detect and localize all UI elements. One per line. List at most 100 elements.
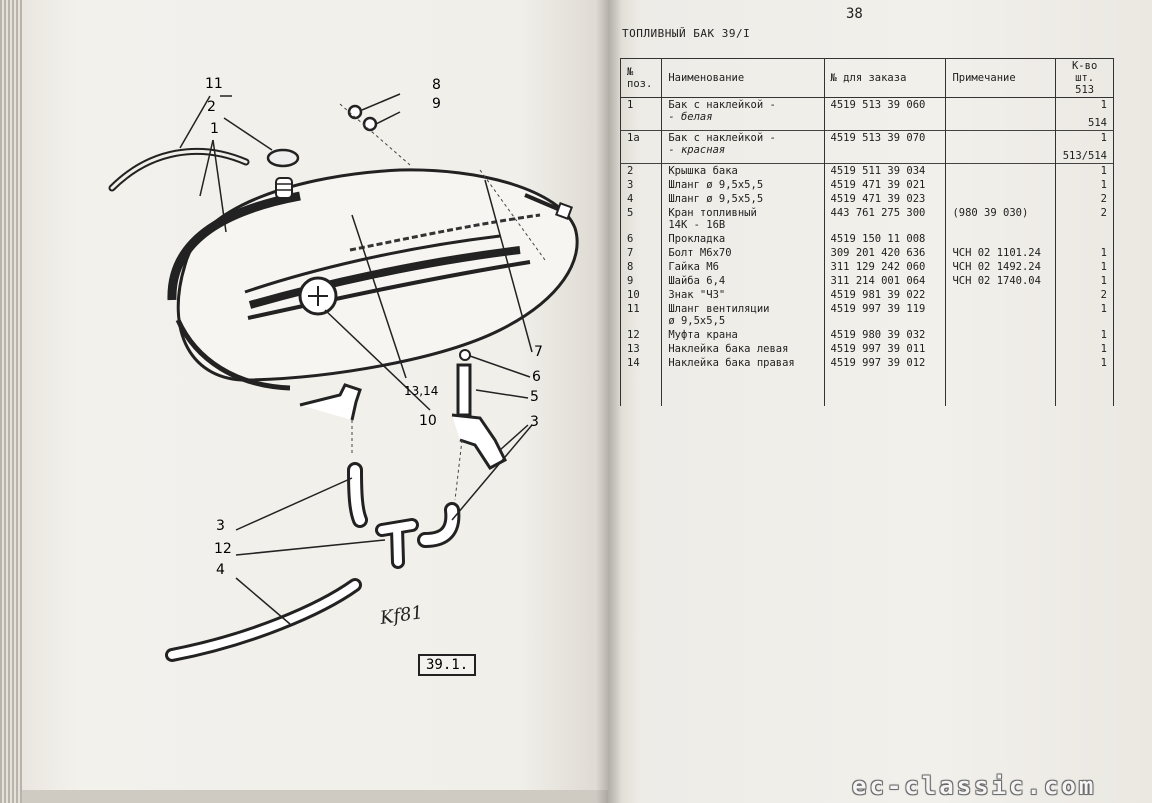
- long-hose-shape: [165, 578, 362, 662]
- cell-order-text: 4519 511 39 034: [830, 165, 926, 177]
- cell-name: Гайка М6: [661, 260, 825, 274]
- cell-pos-text: 3: [627, 179, 634, 191]
- cell-order: 4519 471 39 023: [823, 192, 947, 206]
- cell-order: 4519 997 39 012: [823, 356, 947, 370]
- cell-order-text: 4519 980 39 032: [830, 329, 926, 341]
- header-qty: К-во шт. 513: [1055, 58, 1114, 98]
- cell-order-text: 311 214 001 064: [830, 275, 926, 287]
- cell-pos: 13: [619, 342, 663, 356]
- cell-order: 311 214 001 064: [823, 274, 947, 288]
- cell-pos-text: 2: [627, 165, 634, 177]
- cell-pos: 10: [619, 288, 663, 302]
- filler-cell: [619, 388, 663, 406]
- cell-name-text: Кран топливный: [668, 207, 757, 219]
- table-header-row: № поз. Наименование № для заказа Примеча…: [619, 58, 1114, 98]
- cell-note: [945, 178, 1057, 192]
- page-number: 38: [846, 6, 863, 22]
- cell-name-text: Шланг ø 9,5x5,5: [668, 193, 764, 205]
- cell-pos-text: 1а: [627, 132, 640, 144]
- filler-cell: [823, 370, 947, 388]
- cell-name: Муфта крана: [661, 328, 825, 342]
- cell-order-text: 4519 150 11 008: [830, 233, 926, 245]
- cell-qty-text: 1: [1100, 99, 1107, 111]
- cell-qty: 2: [1055, 206, 1114, 232]
- cell-qty-text: 2: [1100, 193, 1107, 205]
- cell-name-text: Знак "ЧЗ": [668, 289, 726, 301]
- cell-order-text: 4519 997 39 011: [830, 343, 926, 355]
- page-edge-stack: [0, 0, 22, 803]
- callout-5: 5: [530, 389, 539, 405]
- callout-3-left: 3: [216, 518, 225, 534]
- cell-qty: 1: [1055, 274, 1114, 288]
- cell-pos-text: 11: [627, 303, 640, 315]
- cell-qty-text: 1: [1100, 275, 1107, 287]
- cell-qty: 1: [1055, 163, 1114, 178]
- cell-note-text: ЧСН 02 1101.24: [952, 247, 1041, 259]
- table-row: 10 Знак "ЧЗ" 4519 981 39 022 2: [619, 288, 1114, 302]
- cell-pos: 3: [619, 178, 663, 192]
- nut-shape: [347, 104, 363, 120]
- cell-pos-text: 5: [627, 207, 634, 219]
- filler-cell: [1055, 388, 1114, 406]
- cell-order-text: 311 129 242 060: [830, 261, 926, 273]
- cell-name-text: Шайба 6,4: [668, 275, 726, 287]
- cell-order: 4519 513 39 060: [823, 97, 947, 131]
- cell-order: 443 761 275 300: [823, 206, 947, 232]
- cell-order-text: 4519 471 39 023: [830, 193, 926, 205]
- cell-pos: 8: [619, 260, 663, 274]
- callout-13-14: 13,14: [404, 384, 439, 398]
- cell-name: Прокладка: [661, 232, 825, 246]
- cell-order: 4519 513 39 070: [823, 130, 947, 164]
- cell-order-text: 4519 997 39 119: [830, 303, 926, 315]
- cell-qty-text: 1: [1100, 247, 1107, 259]
- cell-name-text: Шланг вентиляции: [668, 303, 770, 315]
- cell-note-text: ЧСН 02 1740.04: [952, 275, 1041, 287]
- cell-order: 4519 471 39 021: [823, 178, 947, 192]
- cell-note: [945, 130, 1057, 164]
- cell-name: Крышка бака: [661, 163, 825, 178]
- cell-qty: 1: [1055, 260, 1114, 274]
- cell-order: 4519 981 39 022: [823, 288, 947, 302]
- cell-qty-text: 1: [1100, 261, 1107, 273]
- callout-3-right: 3: [530, 414, 539, 430]
- cell-name-text-line2: ø 9,5x5,5: [668, 315, 726, 327]
- cell-order: 4519 150 11 008: [823, 232, 947, 246]
- cell-pos: 1а: [619, 130, 663, 164]
- filler-cell: [1055, 370, 1114, 388]
- cell-order-text: 4519 997 39 012: [830, 357, 926, 369]
- table-filler-row: [619, 370, 1114, 388]
- filler-cell: [945, 388, 1057, 406]
- cell-qty-text: 1: [1100, 132, 1107, 144]
- cell-qty: 1: [1055, 328, 1114, 342]
- cell-note: (980 39 030): [945, 206, 1057, 232]
- cell-order: 4519 511 39 034: [823, 163, 947, 178]
- callout-9: 9: [432, 96, 441, 112]
- cell-qty-text-line2: 513/514: [1062, 150, 1107, 162]
- section-title: ТОПЛИВНЫЙ БАК 39/I: [622, 27, 751, 40]
- callout-2: 2: [207, 99, 216, 115]
- cell-name: Шайба 6,4: [661, 274, 825, 288]
- header-name: Наименование: [661, 58, 825, 98]
- cell-qty-text: 1: [1100, 343, 1107, 355]
- cell-qty-text-line2: 514: [1088, 117, 1107, 129]
- cell-qty-text: 2: [1100, 289, 1107, 301]
- cell-note-text: (980 39 030): [952, 207, 1029, 219]
- cell-note: ЧСН 02 1740.04: [945, 274, 1057, 288]
- cell-name-text: Крышка бака: [668, 165, 738, 177]
- cell-pos-text: 13: [627, 343, 640, 355]
- cell-qty-text: 1: [1100, 179, 1107, 191]
- cell-name-text-line2: 14К - 16В: [668, 219, 726, 231]
- cell-note: [945, 302, 1057, 328]
- washer-shape: [362, 116, 378, 132]
- callout-6: 6: [532, 369, 541, 385]
- cell-pos: 2: [619, 163, 663, 178]
